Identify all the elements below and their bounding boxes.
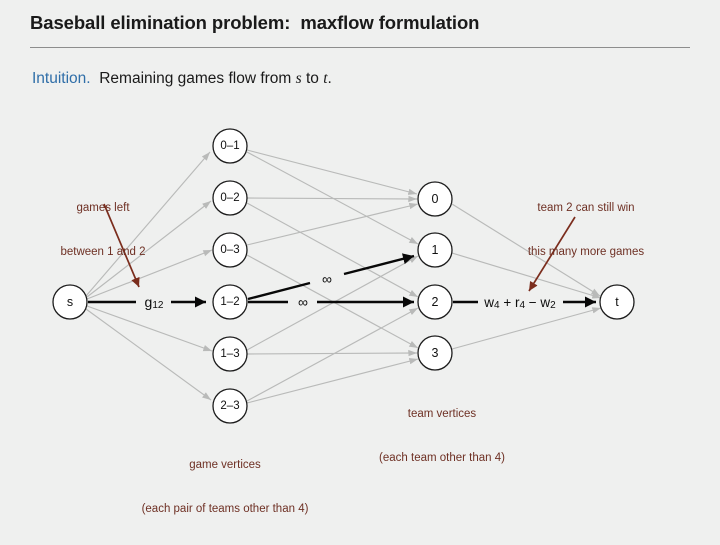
annotation-games-left-line2: between 1 and 2: [60, 245, 146, 258]
sink-node-circle[interactable]: [599, 284, 635, 320]
intuition-source-symbol: s: [295, 70, 302, 87]
game-node-1-3[interactable]: 1–3: [212, 336, 248, 372]
edge-label-team2-capacity: w4 + r4 − w2: [483, 295, 556, 311]
team-node-1[interactable]: 1: [417, 232, 453, 268]
edge-s-to-g02: [86, 200, 212, 298]
team-node-2[interactable]: 2: [417, 284, 453, 320]
game-node-2-3-label: 2–3: [220, 400, 239, 412]
team-node-0[interactable]: 0: [417, 181, 453, 217]
team-node-0-circle[interactable]: [417, 181, 453, 217]
annotation-games-left-line1: games left: [76, 202, 130, 214]
game-node-0-2[interactable]: 0–2: [212, 180, 248, 216]
game-node-1-2[interactable]: 1–2: [212, 284, 248, 320]
team-node-1-circle[interactable]: [417, 232, 453, 268]
game-node-0-1[interactable]: 0–1: [212, 128, 248, 164]
annotation-team-vertices-line1: team vertices: [407, 408, 477, 420]
game-node-1-3-circle[interactable]: [212, 336, 248, 372]
source-node-label: s: [67, 295, 73, 309]
game-node-0-2-circle[interactable]: [212, 180, 248, 216]
title-divider: [30, 47, 690, 48]
game-node-0-1-label: 0–1: [220, 140, 239, 152]
team-node-2-circle[interactable]: [417, 284, 453, 320]
edge-g23-to-t3: [246, 358, 419, 404]
intuition-text: Remaining games flow from s to t.: [90, 70, 332, 87]
annotation-game-vertices: game vertices (each pair of teams other …: [95, 429, 355, 545]
edge-s-to-g01: [85, 151, 211, 297]
edge-label-infinity-team1: ∞: [322, 271, 332, 287]
team2-win-pointer-arrow: [528, 216, 576, 292]
source-to-game-edges: [85, 151, 213, 401]
annotation-team-vertices: team vertices (each team other than 4): [342, 378, 542, 494]
edge-g13-to-t3: [246, 349, 418, 357]
edge-label-infinity-team2: ∞: [298, 294, 308, 310]
annotation-team-vertices-line2: (each team other than 4): [379, 451, 505, 464]
edge-g02-to-t0: [246, 195, 418, 203]
game-node-1-2-circle[interactable]: [212, 284, 248, 320]
annotation-games-left: games left between 1 and 2: [28, 172, 178, 288]
game-node-1-3-label: 1–3: [220, 348, 239, 360]
team-node-0-label: 0: [432, 192, 439, 206]
annotation-game-vertices-line2: (each pair of teams other than 4): [141, 502, 309, 515]
source-node[interactable]: s: [52, 284, 88, 320]
intuition-label: Intuition.: [32, 70, 91, 87]
intuition-line: Intuition. Remaining games flow from s t…: [32, 70, 332, 88]
edge-t0-to-t: [451, 203, 601, 297]
slide-canvas: Baseball elimination problem: maxflow fo…: [28, 12, 690, 515]
game-node-0-2-label: 0–2: [220, 192, 239, 204]
edge-s-to-g13: [86, 305, 213, 352]
edge-t3-to-t: [451, 307, 602, 350]
edge-s-to-g23: [85, 308, 212, 401]
edge-t1-to-t: [451, 252, 602, 299]
edge-g23-to-t2: [246, 307, 419, 402]
annotation-team2-win-line1: team 2 can still win: [537, 202, 635, 214]
team-node-1-label: 1: [432, 243, 439, 257]
edge-g12-to-t1-right: [343, 253, 415, 276]
annotation-game-vertices-line1: game vertices: [189, 459, 261, 471]
game-node-0-3[interactable]: 0–3: [212, 232, 248, 268]
game-to-team-edges: [246, 149, 419, 404]
game-node-2-3-circle[interactable]: [212, 388, 248, 424]
edge-g12-to-t1-left: [247, 281, 311, 301]
sink-node-label: t: [615, 295, 619, 309]
game-node-0-3-label: 0–3: [220, 244, 239, 256]
game-node-0-3-circle[interactable]: [212, 232, 248, 268]
annotation-team2-win-line2: this many more games: [527, 245, 645, 258]
team-node-3[interactable]: 3: [417, 335, 453, 371]
games-left-pointer-arrow: [103, 203, 140, 288]
game-node-0-1-circle[interactable]: [212, 128, 248, 164]
team-node-3-label: 3: [432, 346, 439, 360]
maxflow-graph: s 0–1 0–2 0–3 1–2 1–3 2–3 0: [52, 128, 635, 424]
page-title: Baseball elimination problem: maxflow fo…: [30, 12, 480, 33]
edge-g03-to-t0: [246, 202, 419, 246]
team-node-3-circle[interactable]: [417, 335, 453, 371]
edge-label-g12: g12: [145, 294, 164, 311]
game-node-2-3[interactable]: 2–3: [212, 388, 248, 424]
annotation-team2-win: team 2 can still win this many more game…: [491, 172, 681, 288]
sink-node[interactable]: t: [599, 284, 635, 320]
edge-g02-to-t2: [246, 202, 419, 298]
game-node-1-2-label: 1–2: [220, 296, 239, 308]
intuition-sink-symbol: t: [323, 70, 328, 87]
team-to-sink-edges: [451, 203, 602, 350]
source-node-circle[interactable]: [52, 284, 88, 320]
edge-s-to-g03: [86, 249, 213, 300]
team-node-2-label: 2: [432, 295, 439, 309]
edge-g01-to-t0: [246, 149, 418, 195]
highlighted-path: [88, 253, 597, 308]
